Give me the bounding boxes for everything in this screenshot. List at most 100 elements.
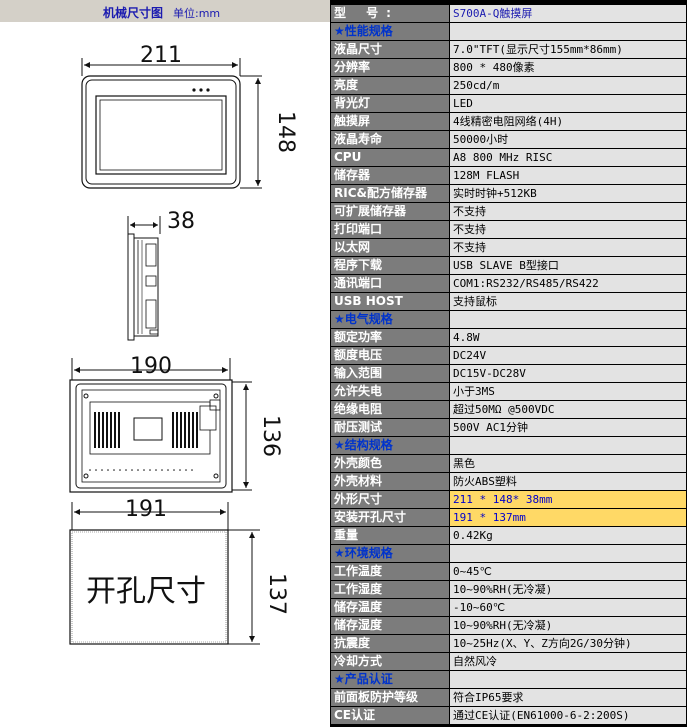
spec-key: 型 号: <box>331 5 449 22</box>
spec-value: 0.42Kg <box>450 527 686 544</box>
spec-section-row: ★电气规格 <box>330 311 687 328</box>
spec-row: 储存温度-10~60℃ <box>330 599 687 616</box>
spec-value: 50000小时 <box>450 131 686 148</box>
spec-value <box>450 671 686 688</box>
spec-key: 外壳颜色 <box>331 455 449 472</box>
spec-key: 程序下载 <box>331 257 449 274</box>
star-icon: ★ <box>334 672 345 686</box>
spec-key: 工作湿度 <box>331 581 449 598</box>
back-height-label: 136 <box>258 415 283 457</box>
spec-row: 打印端口不支持 <box>330 221 687 238</box>
spec-key: 额度电压 <box>331 347 449 364</box>
spec-value: 4线精密电阻网络(4H) <box>450 113 686 130</box>
spec-value: USB SLAVE B型接口 <box>450 257 686 274</box>
drawing-header: 机械尺寸图单位:mm <box>0 0 330 22</box>
spec-section-title: ★环境规格 <box>331 545 449 562</box>
spec-row: 前面板防护等级符合IP65要求 <box>330 689 687 706</box>
spec-key: 外壳材料 <box>331 473 449 490</box>
spec-key: CE认证 <box>331 707 449 724</box>
spec-value: 通过CE认证(EN61000-6-2:200S) <box>450 707 686 724</box>
cutout-height-label: 137 <box>264 573 289 615</box>
cutout-width-label: 191 <box>125 497 167 522</box>
spec-key: 允许失电 <box>331 383 449 400</box>
spec-key: 通讯端口 <box>331 275 449 292</box>
spec-value: LED <box>450 95 686 112</box>
spec-key: 耐压测试 <box>331 419 449 436</box>
spec-key: 亮度 <box>331 77 449 94</box>
spec-value: 不支持 <box>450 221 686 238</box>
spec-key: 储存温度 <box>331 599 449 616</box>
spec-key: 分辨率 <box>331 59 449 76</box>
star-icon: ★ <box>334 438 345 452</box>
spec-row: CE认证通过CE认证(EN61000-6-2:200S) <box>330 707 687 724</box>
section-label: 产品认证 <box>344 672 393 686</box>
dimension-drawings: 211 148 <box>69 43 298 645</box>
front-view: 211 148 <box>81 43 298 189</box>
section-label: 性能规格 <box>344 24 393 38</box>
spec-value: 211 * 148* 38mm <box>450 491 686 508</box>
spec-value <box>450 437 686 454</box>
spec-value: DC15V-DC28V <box>450 365 686 382</box>
spec-value: 7.0"TFT(显示尺寸155mm*86mm) <box>450 41 686 58</box>
cutout-label: 开孔尺寸 <box>86 574 206 609</box>
spec-section-row: ★环境规格 <box>330 545 687 562</box>
spec-value: 符合IP65要求 <box>450 689 686 706</box>
spec-value: 10~90%RH(无冷凝) <box>450 581 686 598</box>
spec-section-row: ★产品认证 <box>330 671 687 688</box>
spec-row: 可扩展储存器不支持 <box>330 203 687 220</box>
front-width-label: 211 <box>140 43 182 68</box>
spec-row: 绝缘电阻超过50MΩ @500VDC <box>330 401 687 418</box>
spec-key: 额定功率 <box>331 329 449 346</box>
spec-value: 800 * 480像素 <box>450 59 686 76</box>
spec-value: 10~25Hz(X、Y、Z方向2G/30分钟) <box>450 635 686 652</box>
drawing-title: 机械尺寸图单位:mm <box>103 4 220 21</box>
star-icon: ★ <box>334 24 345 38</box>
spec-key: 工作温度 <box>331 563 449 580</box>
front-height-label: 148 <box>273 111 298 153</box>
spec-row: RIC&配方储存器实时时钟+512KB <box>330 185 687 202</box>
back-view: 190 <box>69 354 283 493</box>
spec-key: 绝缘电阻 <box>331 401 449 418</box>
spec-value <box>450 23 686 40</box>
section-label: 结构规格 <box>344 438 393 452</box>
spec-value <box>450 545 686 562</box>
spec-value: 防火ABS塑料 <box>450 473 686 490</box>
spec-value: 不支持 <box>450 203 686 220</box>
side-depth-label: 38 <box>167 209 195 234</box>
spec-key: 冷却方式 <box>331 653 449 670</box>
star-icon: ★ <box>334 312 345 326</box>
spec-value: 超过50MΩ @500VDC <box>450 401 686 418</box>
spec-key: 输入范围 <box>331 365 449 382</box>
spec-value: 实时时钟+512KB <box>450 185 686 202</box>
spec-value: 0~45℃ <box>450 563 686 580</box>
spec-section-title: ★电气规格 <box>331 311 449 328</box>
spec-section-title: ★性能规格 <box>331 23 449 40</box>
spec-key: 前面板防护等级 <box>331 689 449 706</box>
spec-row: 型 号:S700A-Q触摸屏 <box>330 5 687 22</box>
spec-key: RIC&配方储存器 <box>331 185 449 202</box>
spec-value: 自然风冷 <box>450 653 686 670</box>
drawing-unit: 单位:mm <box>173 7 221 20</box>
spec-row: 允许失电小于3MS <box>330 383 687 400</box>
star-icon: ★ <box>334 546 345 560</box>
drawing-title-text: 机械尺寸图 <box>103 6 164 20</box>
mechanical-drawing-panel: 机械尺寸图单位:mm 211 <box>0 0 330 727</box>
spec-row: 外壳颜色黑色 <box>330 455 687 472</box>
